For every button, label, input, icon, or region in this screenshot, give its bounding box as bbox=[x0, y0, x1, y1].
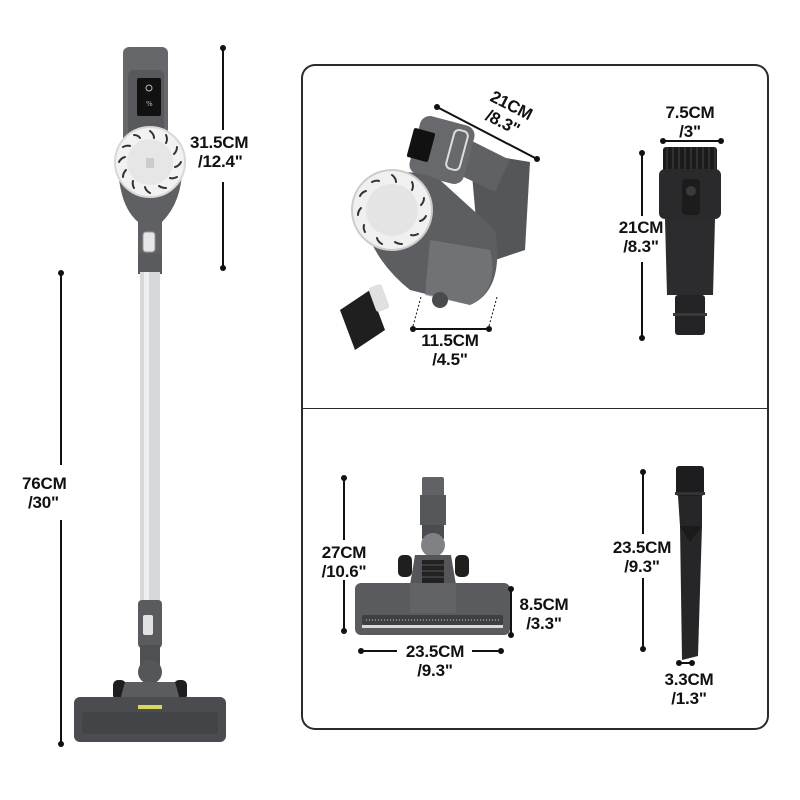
floor-head-depth-inch: /3.3" bbox=[526, 614, 562, 633]
head-height-inch: /12.4" bbox=[198, 152, 243, 171]
crevice-tip-width-inch: /1.3" bbox=[671, 689, 707, 708]
brush-height-cm: 21CM bbox=[618, 218, 664, 237]
brush-height-inch: /8.3" bbox=[623, 237, 659, 256]
head-height-cm: 31.5CM bbox=[190, 133, 249, 152]
handheld-width-inch: /4.5" bbox=[432, 350, 468, 369]
brush-width-inch: /3" bbox=[679, 122, 701, 141]
tube-length-cm: 76CM bbox=[22, 474, 67, 493]
floor-head-depth-cm: 8.5CM bbox=[519, 595, 569, 614]
handheld-width-cm: 11.5CM bbox=[421, 331, 479, 350]
crevice-length-cm: 23.5CM bbox=[612, 538, 672, 557]
tube-length-inch: /30" bbox=[28, 493, 59, 512]
crevice-length-inch: /9.3" bbox=[624, 557, 660, 576]
floor-head-height-inch: /10.6" bbox=[321, 562, 367, 581]
crevice-tip-width-cm: 3.3CM bbox=[664, 670, 714, 689]
brush-width-cm: 7.5CM bbox=[665, 103, 715, 122]
svg-text:%: % bbox=[146, 100, 153, 108]
floor-head-width-inch: /9.3" bbox=[417, 661, 453, 680]
floor-head-width-cm: 23.5CM bbox=[405, 642, 465, 661]
panel-floor-head-and-crevice bbox=[301, 408, 769, 730]
floor-head-height-cm: 27CM bbox=[321, 543, 367, 562]
